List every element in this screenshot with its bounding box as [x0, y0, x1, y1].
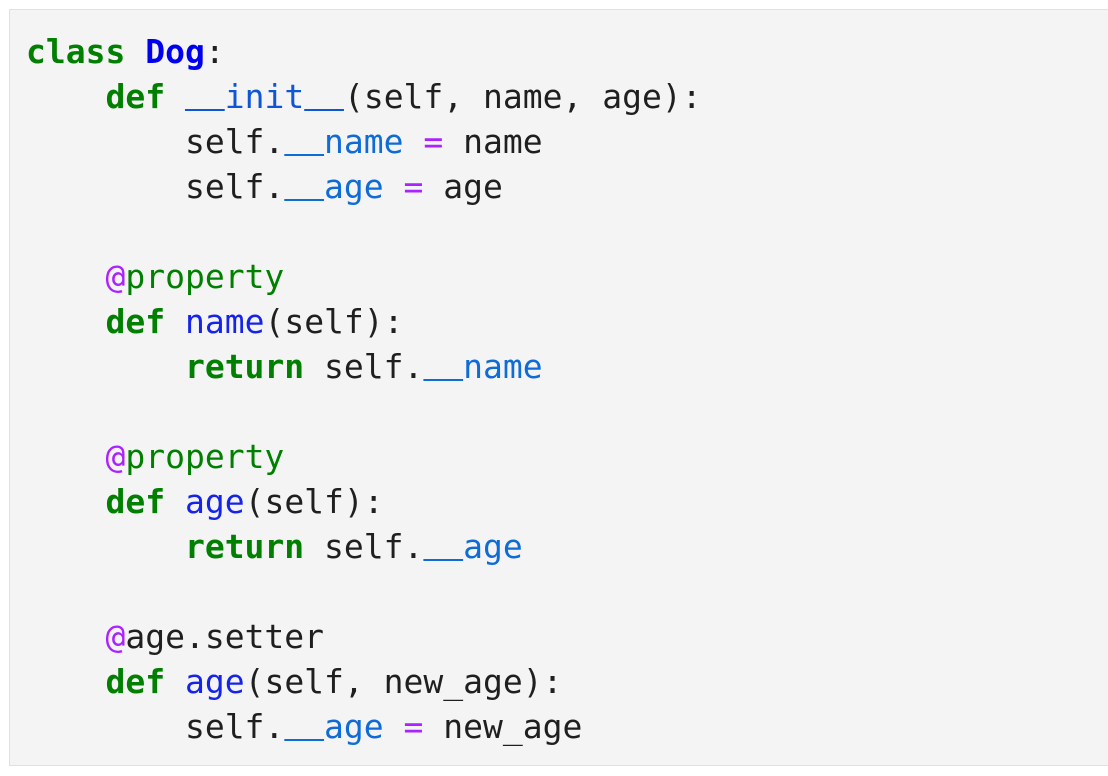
code-token: @ [105, 437, 126, 476]
code-token: @ [105, 617, 126, 656]
code-token: (self, name, age): [343, 77, 702, 116]
code-line: @property [26, 254, 1108, 299]
python-code-block: class Dog: def init (self, name, age): s… [9, 9, 1108, 766]
code-indent [26, 617, 105, 656]
code-line: def name(self): [26, 299, 1108, 344]
code-token: return [184, 347, 305, 386]
code-token: = [403, 167, 424, 206]
code-token: init [224, 77, 305, 116]
code-line: def age(self): [26, 479, 1108, 524]
code-token: self. [184, 707, 285, 746]
code-token: age [184, 482, 245, 521]
code-token: : [204, 32, 225, 71]
code-token: age [423, 167, 503, 206]
code-token: age.setter [125, 617, 325, 656]
code-token-underscore [284, 707, 324, 746]
code-token: (self): [244, 482, 384, 521]
code-token [384, 167, 404, 206]
code-indent [26, 257, 105, 296]
code-token-underscore [284, 167, 324, 206]
code-indent [26, 437, 105, 476]
code-token: def [105, 302, 166, 341]
code-line: return self. name [26, 344, 1108, 389]
code-token: (self, new_age): [244, 662, 563, 701]
code-token: class [26, 32, 126, 71]
code-token: def [105, 77, 166, 116]
code-token-underscore [423, 347, 463, 386]
code-token [384, 707, 404, 746]
code-token: = [423, 122, 444, 161]
code-token: self. [304, 527, 424, 566]
code-line: self. age = new_age [26, 704, 1108, 749]
code-token: return [184, 527, 305, 566]
code-indent [26, 167, 185, 206]
code-token: = [403, 707, 424, 746]
code-line [26, 569, 1108, 614]
code-line: self. age = age [26, 164, 1108, 209]
code-indent [26, 707, 185, 746]
code-token: Dog [145, 32, 205, 71]
code-token: new_age [423, 707, 583, 746]
code-line: self. name = name [26, 119, 1108, 164]
code-line: @age.setter [26, 614, 1108, 659]
code-token [404, 122, 424, 161]
code-indent [26, 482, 105, 521]
code-token: @ [105, 257, 126, 296]
code-line: def init (self, name, age): [26, 74, 1108, 119]
code-token-underscore [423, 527, 463, 566]
code-token: property [125, 437, 285, 476]
code-listing[interactable]: class Dog: def init (self, name, age): s… [10, 10, 1108, 749]
code-indent [26, 302, 105, 341]
code-indent [26, 122, 185, 161]
code-token: name [443, 122, 543, 161]
code-line: def age(self, new_age): [26, 659, 1108, 704]
code-indent [26, 347, 185, 386]
code-token: def [105, 662, 166, 701]
code-token-underscore [304, 77, 344, 116]
code-token [165, 482, 185, 521]
code-indent [26, 662, 105, 701]
code-token: name [184, 302, 265, 341]
code-token: name [324, 122, 404, 161]
code-indent [26, 527, 185, 566]
code-line [26, 389, 1108, 434]
code-token: age [463, 527, 523, 566]
code-token [165, 662, 185, 701]
code-token: property [125, 257, 285, 296]
code-line [26, 209, 1108, 254]
code-line: return self. age [26, 524, 1108, 569]
code-token [165, 77, 185, 116]
code-token: def [105, 482, 166, 521]
code-line: @property [26, 434, 1108, 479]
code-token: (self): [264, 302, 404, 341]
code-token-underscore [284, 122, 324, 161]
code-token: self. [184, 122, 285, 161]
code-indent [26, 77, 105, 116]
code-token-underscore [185, 77, 225, 116]
code-token: self. [304, 347, 424, 386]
code-token [125, 32, 145, 71]
code-token [165, 302, 185, 341]
code-token: age [324, 167, 384, 206]
code-token: self. [184, 167, 285, 206]
code-line: class Dog: [26, 29, 1108, 74]
code-token: age [184, 662, 245, 701]
code-token: name [463, 347, 543, 386]
code-token: age [324, 707, 384, 746]
